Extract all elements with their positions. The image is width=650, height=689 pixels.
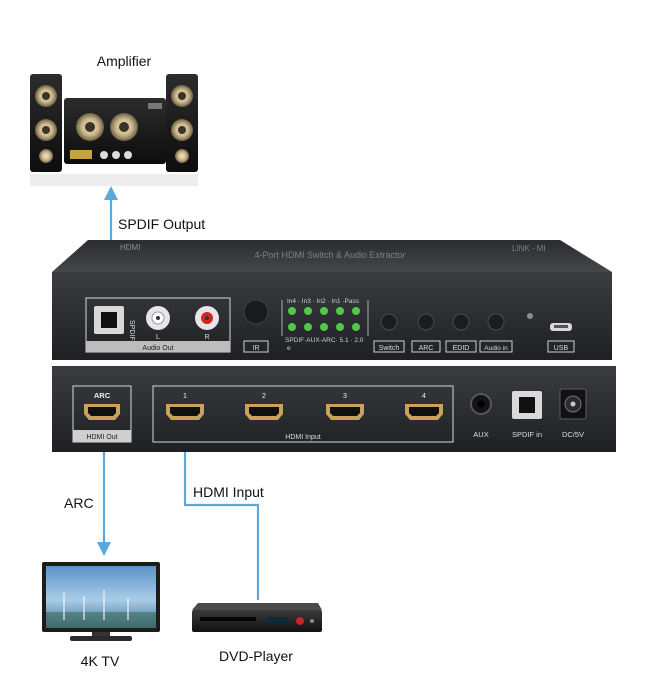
led-top-row-label: In4 · In3 · In2 · In1 ·Pass <box>287 298 360 305</box>
hdmi-input-port-2: 2 <box>245 393 283 420</box>
audio-out-label: Audio Out <box>142 345 173 352</box>
switch-button <box>380 313 398 331</box>
rca-left-label: L <box>156 334 160 341</box>
arc-port-label: ARC <box>94 391 111 400</box>
rca-right-label: R <box>204 334 209 341</box>
hdmi-input-port-3: 3 <box>326 393 364 420</box>
hdmi-port-4-number: 4 <box>422 393 426 400</box>
spdif-output-label: SPDIF Output <box>118 216 205 232</box>
hdmi-input-port-1: 1 <box>166 393 204 420</box>
top-brand: HDMI <box>120 243 140 252</box>
led-row-top <box>288 307 360 315</box>
audio-in-button <box>487 313 505 331</box>
hdmi-port-3-number: 3 <box>343 393 347 400</box>
usb-label: USB <box>554 345 569 352</box>
arc-button <box>417 313 435 331</box>
hdmi-input-box-label: HDMI Input <box>285 434 320 441</box>
led-bottom-row-extra: e <box>287 345 291 352</box>
spdif-port-label: SPDIF <box>128 320 135 341</box>
dvd-player-label: DVD-Player <box>219 648 293 664</box>
ir-sensor <box>243 299 269 325</box>
arrow-down-tv <box>97 542 111 556</box>
front-buttons: Switch ARC EDID Audio in <box>373 313 513 353</box>
switch-front-panel: HDMI 4-Port HDMI Switch & Audio Extracto… <box>52 240 612 360</box>
arrow-up-amplifier <box>104 186 118 200</box>
hdmi-out-port <box>84 404 120 420</box>
dc-label: DC/5V <box>562 430 584 439</box>
top-title: 4-Port HDMI Switch & Audio Extractor <box>254 250 405 260</box>
tv-image <box>42 562 160 641</box>
hdmi-input-port-4: 4 <box>405 393 443 420</box>
top-model: LINK - MI <box>512 244 546 253</box>
tv-label: 4K TV <box>81 653 120 669</box>
aux-label: AUX <box>473 430 488 439</box>
amplifier-image <box>30 74 198 186</box>
hdmi-port-1-number: 1 <box>183 393 187 400</box>
edid-button <box>452 313 470 331</box>
led-bottom-row-label: SPDIF·AUX·ARC· 5.1 · 2.0 <box>285 337 364 344</box>
led-row-bottom <box>288 323 360 331</box>
audio-in-button-label: Audio in <box>484 345 508 352</box>
dvd-player-image <box>192 603 322 632</box>
arc-label: ARC <box>64 495 94 511</box>
hdmi-input-label: HDMI Input <box>193 484 264 500</box>
power-led <box>527 313 533 319</box>
hdmi-out-label: HDMI Out <box>86 434 117 441</box>
switch-rear-panel: ARC HDMI Out HDMI Input 1 2 3 4 <box>52 366 616 452</box>
amplifier-label: Amplifier <box>97 53 152 69</box>
switch-button-label: Switch <box>379 345 400 352</box>
spdif-in-label: SPDIF in <box>512 430 542 439</box>
ir-label: IR <box>253 345 260 352</box>
edid-button-label: EDID <box>453 345 470 352</box>
hdmi-port-2-number: 2 <box>262 393 266 400</box>
arc-button-label: ARC <box>419 345 434 352</box>
